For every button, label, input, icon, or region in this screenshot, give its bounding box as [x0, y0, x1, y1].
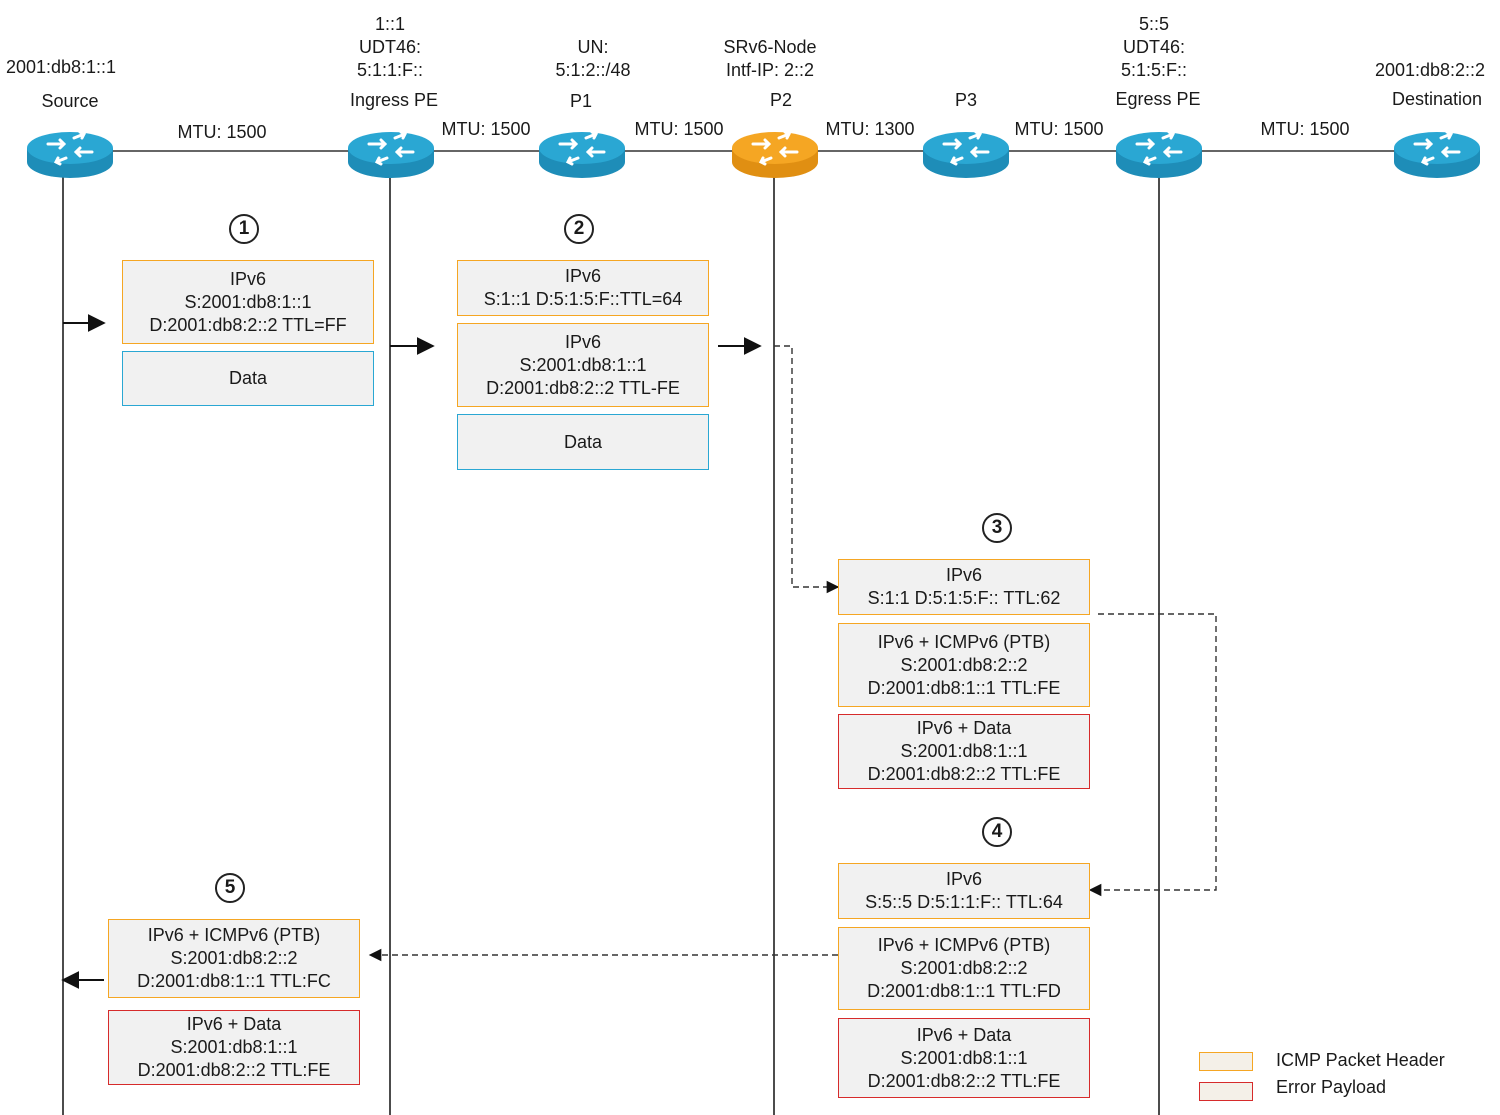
- packet-line: D:2001:db8:2::2 TTL:FE: [867, 764, 1061, 784]
- dashed-arrow-step3-to-step4: [1088, 613, 1217, 897]
- node-p1-sid: 5:1:2::/48: [555, 60, 631, 80]
- legend-label-error: Error Payload: [1276, 1077, 1387, 1097]
- link-mtu-label: MTU: 1500: [1012, 118, 1106, 141]
- node-p2-role: SRv6-Node: [723, 37, 817, 57]
- dashed-arrow-p2-to-step3: [774, 345, 840, 594]
- node-ingress-pe-sid: 5:1:1:F::: [356, 60, 424, 80]
- link-mtu-label: MTU: 1300: [823, 118, 917, 141]
- node-p2-sid: Intf-IP: 2::2: [725, 60, 815, 80]
- packet-line: S:1::1 D:5:1:5:F::TTL=64: [483, 289, 683, 309]
- packet-line: IPv6 + ICMPv6 (PTB): [877, 935, 1051, 955]
- router-icon-p3: [923, 130, 1009, 178]
- packet-line: IPv6 + ICMPv6 (PTB): [147, 925, 321, 945]
- packet-line: D:2001:db8:1::1 TTL:FD: [867, 981, 1061, 1001]
- link-mtu-label: MTU: 1500: [1258, 118, 1352, 141]
- packet-line: S:2001:db8:1::1: [900, 1047, 1028, 1068]
- packet-line: S:2001:db8:2::2: [900, 654, 1028, 675]
- packet-header-box: IPv6 S:5::5 D:5:1:1:F:: TTL:64: [838, 863, 1090, 919]
- router-icon-source: [27, 130, 113, 178]
- node-egress-pe-role: UDT46:: [1122, 37, 1186, 57]
- node-egress-pe-name: Egress PE: [1115, 89, 1201, 109]
- router-icon-ingress-pe: [348, 130, 434, 178]
- node-ingress-pe-name: Ingress PE: [349, 90, 439, 110]
- packet-header-box: IPv6 S:2001:db8:1::1 D:2001:db8:2::2 TTL…: [122, 260, 374, 344]
- packet-error-box: IPv6 + Data S:2001:db8:1::1 D:2001:db8:2…: [108, 1010, 360, 1085]
- packet-header-box: IPv6 + ICMPv6 (PTB) S:2001:db8:2::2 D:20…: [108, 919, 360, 998]
- packet-line: IPv6: [564, 331, 602, 352]
- packet-line: IPv6: [945, 869, 983, 889]
- node-ingress-pe-role: UDT46:: [358, 37, 422, 57]
- node-p2-name: P2: [769, 90, 793, 110]
- router-icon-p1: [539, 130, 625, 178]
- node-p1-role: UN:: [577, 37, 609, 57]
- node-p3-name: P3: [954, 90, 978, 110]
- packet-line: Data: [563, 431, 603, 452]
- node-egress-pe-sid: 5:1:5:F::: [1120, 60, 1188, 80]
- router-icon-destination: [1394, 130, 1480, 178]
- router-icon-p2: [732, 130, 818, 178]
- node-destination-name: Destination: [1391, 89, 1483, 109]
- node-source-address: 2001:db8:1::1: [5, 57, 117, 77]
- packet-line: S:2001:db8:1::1: [184, 291, 312, 312]
- packet-line: IPv6: [229, 268, 267, 289]
- packet-line: D:2001:db8:2::2 TTL-FE: [486, 377, 680, 398]
- legend-label-header: ICMP Packet Header: [1276, 1050, 1445, 1070]
- packet-line: D:2001:db8:2::2 TTL:FE: [137, 1060, 331, 1080]
- packet-data-box: Data: [122, 351, 374, 406]
- packet-line: S:2001:db8:2::2: [170, 948, 298, 968]
- packet-header-box: IPv6 + ICMPv6 (PTB) S:2001:db8:2::2 D:20…: [838, 623, 1090, 707]
- step-marker-5: 5: [215, 873, 245, 903]
- packet-line: S:2001:db8:1::1: [519, 354, 647, 375]
- packet-line: S:2001:db8:2::2: [900, 958, 1028, 978]
- node-p1-name: P1: [569, 91, 593, 111]
- node-destination-address: 2001:db8:2::2: [1374, 60, 1486, 80]
- step-marker-3: 3: [982, 513, 1012, 543]
- packet-header-box: IPv6 S:2001:db8:1::1 D:2001:db8:2::2 TTL…: [457, 323, 709, 407]
- packet-line: IPv6 + Data: [186, 1014, 282, 1034]
- packet-line: D:2001:db8:2::2 TTL:FE: [867, 1070, 1061, 1091]
- packet-line: IPv6: [564, 266, 602, 286]
- packet-line: IPv6 + ICMPv6 (PTB): [877, 631, 1051, 652]
- packet-header-box: IPv6 S:1::1 D:5:1:5:F::TTL=64: [457, 260, 709, 316]
- packet-line: IPv6 + Data: [916, 1024, 1012, 1045]
- packet-line: D:2001:db8:2::2 TTL=FF: [149, 314, 347, 335]
- packet-line: S:2001:db8:1::1: [900, 741, 1028, 761]
- packet-line: Data: [228, 368, 268, 388]
- packet-header-box: IPv6 S:1:1 D:5:1:5:F:: TTL:62: [838, 559, 1090, 615]
- step-marker-4: 4: [982, 817, 1012, 847]
- packet-line: IPv6 + Data: [916, 718, 1012, 738]
- packet-error-box: IPv6 + Data S:2001:db8:1::1 D:2001:db8:2…: [838, 714, 1090, 789]
- node-source-name: Source: [41, 91, 99, 111]
- packet-data-box: Data: [457, 414, 709, 470]
- packet-line: S:1:1 D:5:1:5:F:: TTL:62: [867, 588, 1061, 608]
- packet-line: S:5::5 D:5:1:1:F:: TTL:64: [865, 892, 1063, 912]
- node-ingress-pe-address: 1::1: [374, 14, 406, 34]
- legend-swatch-header: [1199, 1052, 1253, 1071]
- packet-line: D:2001:db8:1::1 TTL:FE: [867, 677, 1061, 698]
- packet-error-box: IPv6 + Data S:2001:db8:1::1 D:2001:db8:2…: [838, 1018, 1090, 1098]
- packet-line: D:2001:db8:1::1 TTL:FC: [137, 971, 331, 991]
- packet-line: IPv6: [945, 565, 983, 585]
- link-mtu-label: MTU: 1500: [175, 121, 269, 144]
- packet-line: S:2001:db8:1::1: [170, 1037, 298, 1057]
- legend-swatch-error: [1199, 1082, 1253, 1101]
- link-mtu-label: MTU: 1500: [439, 118, 533, 141]
- link-mtu-label: MTU: 1500: [632, 118, 726, 141]
- step-marker-1: 1: [229, 214, 259, 244]
- packet-header-box: IPv6 + ICMPv6 (PTB) S:2001:db8:2::2 D:20…: [838, 927, 1090, 1010]
- node-egress-pe-address: 5::5: [1138, 14, 1170, 34]
- router-icon-egress-pe: [1116, 130, 1202, 178]
- step-marker-2: 2: [564, 214, 594, 244]
